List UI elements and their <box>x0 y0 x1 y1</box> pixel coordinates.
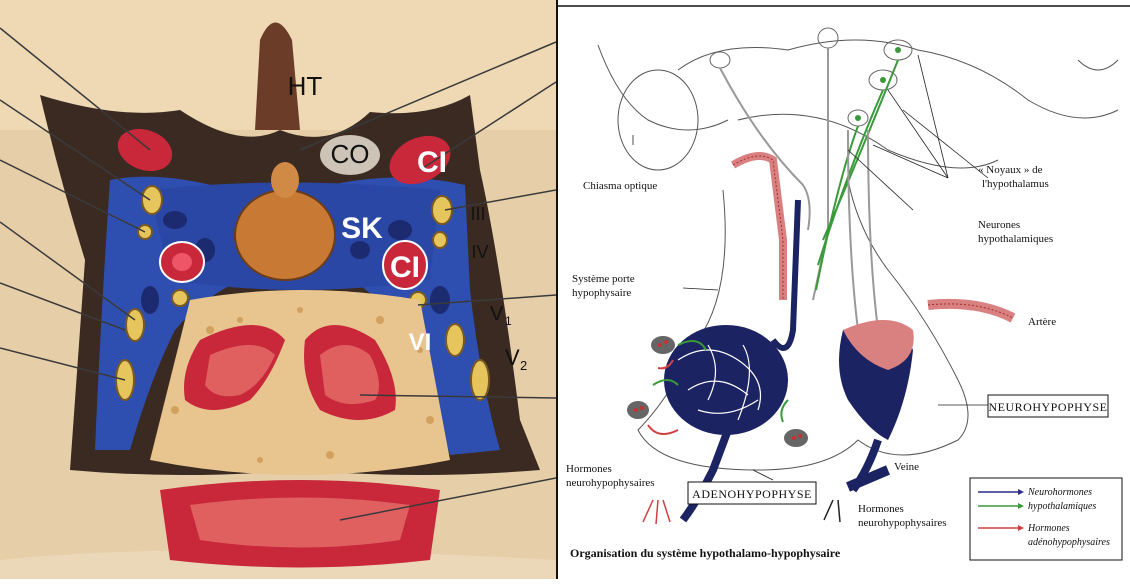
label-vi: VI <box>409 329 432 356</box>
pituitary-stalk <box>271 162 299 198</box>
label-porte-2: hypophysaire <box>572 287 631 299</box>
label-iv: IV <box>471 242 488 262</box>
label-iii: III <box>470 204 485 224</box>
legend-label-hypothalamiques: hypothalamiques <box>1028 501 1096 512</box>
hypothalamo-hypophyseal-svg: NEUROHYPOPHYSE ADENOHYPOPHYSE Chiasma op… <box>558 0 1130 579</box>
label-neurohypophyse: NEUROHYPOPHYSE <box>988 400 1107 414</box>
label-porte-1: Système porte <box>572 273 635 285</box>
label-ci-top: CI <box>417 146 447 179</box>
label-co: CO <box>331 139 370 169</box>
label-hormones-bottom-1: Hormones <box>858 503 904 515</box>
label-sk: SK <box>341 212 383 245</box>
label-v2: V <box>505 345 520 370</box>
label-v1-sub: 1 <box>505 314 512 328</box>
label-hormones-left-1: Hormones <box>566 463 612 475</box>
cavernous-sinus-illustration: HT CO CI SK CI III IV V 1 VI V 2 <box>0 0 556 579</box>
label-adenohypophyse: ADENOHYPOPHYSE <box>692 487 812 501</box>
label-chiasma: Chiasma optique <box>583 180 657 192</box>
label-v1: V <box>490 303 504 325</box>
label-noyaux-1: « Noyaux » de <box>978 164 1043 176</box>
legend-label-neurohormones: Neurohormones <box>1027 487 1092 498</box>
label-neurones-1: Neurones <box>978 219 1020 231</box>
label-hormones-bottom-2: neurohypophysaires <box>858 517 947 529</box>
label-neurones-2: hypothalamiques <box>978 233 1053 245</box>
legend-label-hormones-2: adénohypophysaires <box>1028 537 1110 548</box>
legend-label-hormones-1: Hormones <box>1027 523 1070 534</box>
adenohypophysis-network <box>664 325 788 435</box>
hypothalamo-hypophyseal-diagram: NEUROHYPOPHYSE ADENOHYPOPHYSE Chiasma op… <box>556 0 1130 579</box>
pituitary-gland <box>235 190 335 280</box>
label-noyaux-2: l'hypothalamus <box>982 178 1049 190</box>
label-v2-sub: 2 <box>520 358 527 373</box>
label-artere: Artère <box>1028 316 1056 328</box>
nasal-cavity-inner <box>190 498 410 548</box>
label-hormones-left-2: neurohypophysaires <box>566 477 655 489</box>
diagram-caption: Organisation du système hypothalamo-hypo… <box>570 546 841 560</box>
label-ht: HT <box>288 71 323 101</box>
carotid-left-lumen <box>172 253 192 271</box>
label-veine: Veine <box>894 461 919 473</box>
cavernous-sinus-svg: HT CO CI SK CI III IV V 1 VI V 2 <box>0 0 556 579</box>
label-ci-mid: CI <box>390 251 420 284</box>
